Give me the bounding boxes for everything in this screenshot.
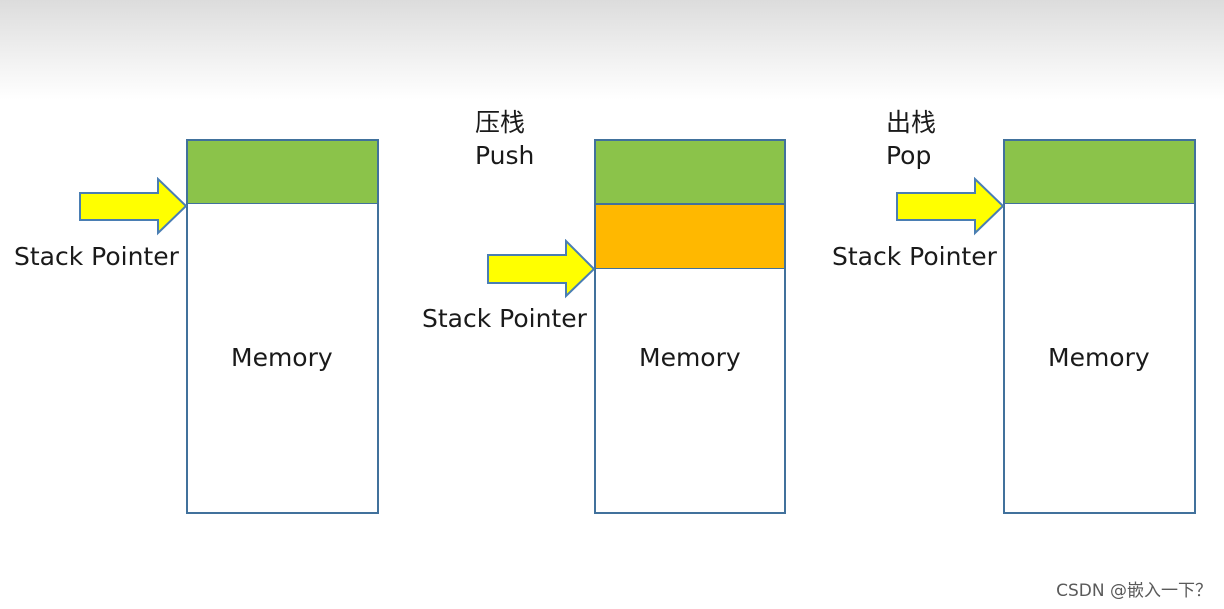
stack-pointer-label: Stack Pointer: [832, 242, 997, 271]
memory-label: Memory: [231, 343, 333, 372]
stack-pointer-arrow-icon: [79, 177, 188, 236]
stack-top-block-green: [1004, 140, 1195, 204]
stack-pointer-arrow-icon: [896, 177, 1005, 236]
stack-pointer-label: Stack Pointer: [422, 304, 587, 333]
top-gradient-band: [0, 0, 1224, 100]
pushed-block-orange: [595, 204, 785, 269]
stack-pointer-arrow-icon: [487, 239, 596, 299]
push-title-cn: 压栈: [475, 108, 526, 137]
stack-pointer-label: Stack Pointer: [14, 242, 179, 271]
pop-title-cn: 出栈: [886, 108, 937, 137]
memory-label: Memory: [1048, 343, 1150, 372]
stack-top-block-green: [595, 140, 785, 204]
stack-top-block-green: [187, 140, 378, 204]
pop-title-en: Pop: [886, 141, 932, 170]
push-title-en: Push: [475, 141, 535, 170]
watermark: CSDN @嵌入一下？: [1056, 581, 1212, 601]
memory-label: Memory: [639, 343, 741, 372]
